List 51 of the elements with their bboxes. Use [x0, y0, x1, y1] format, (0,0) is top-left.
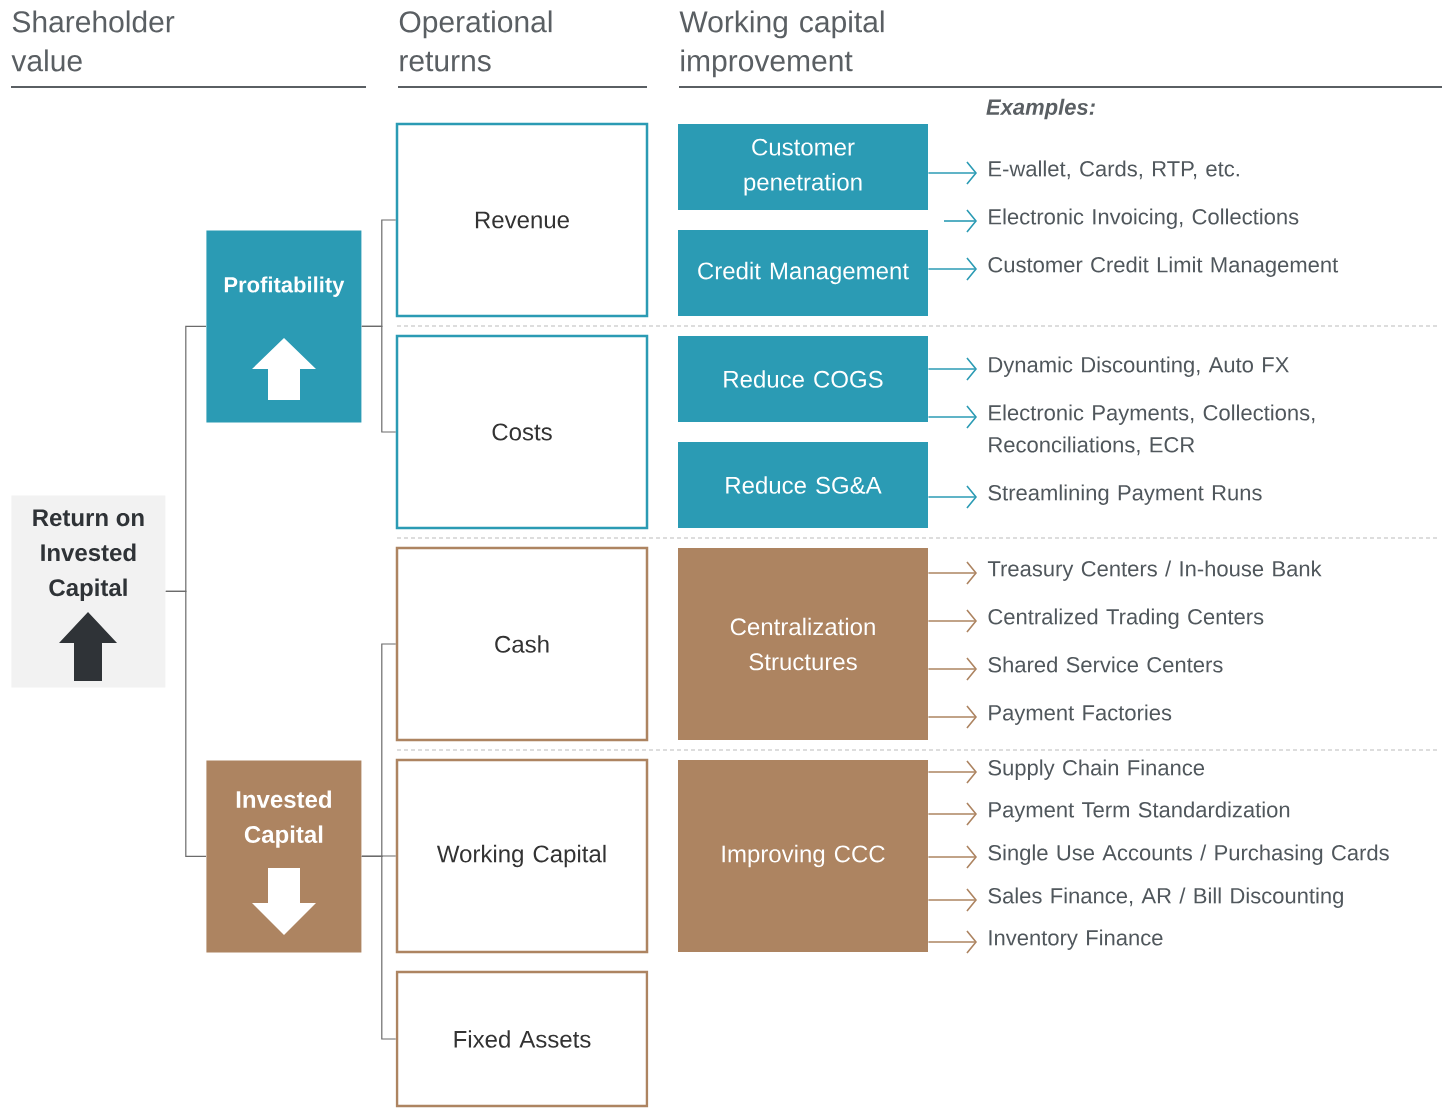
column-header: Operational returns: [399, 10, 552, 72]
arrow: [927, 161, 977, 185]
example-item: E-wallet, Cards, RTP, etc.: [989, 160, 1239, 180]
connector-line: [165, 590, 207, 857]
example-item: Streamlining Payment Runs: [988, 484, 1262, 505]
arrow: [927, 845, 977, 869]
arrow: [927, 802, 977, 826]
metric-box: Profitability: [206, 230, 362, 423]
arrow: [927, 705, 977, 729]
example-item: Customer Credit Limit Management: [988, 256, 1339, 277]
example-item: Inventory Finance: [989, 929, 1163, 950]
arrow: [927, 405, 977, 429]
example-item: Shared Service Centers: [988, 656, 1223, 673]
arrow: [927, 657, 977, 681]
metric-box: Invested Capital: [206, 760, 362, 953]
outlined-box: Revenue: [395, 122, 649, 318]
example-item: Single Use Accounts / Purchasing Cards: [988, 844, 1389, 865]
example-item: Treasury Centers / In-house Bank: [987, 560, 1322, 581]
metric-box: Return on Invested Capital: [11, 495, 166, 688]
arrow: [927, 561, 977, 585]
filled-box: Credit Management: [678, 230, 928, 316]
connector-line: [361, 325, 397, 433]
example-item: Payment Term Standardization: [989, 801, 1290, 822]
connector-line: [361, 855, 397, 1040]
example-item: Sales Finance, AR / Bill Discounting: [988, 887, 1343, 908]
arrow: [927, 609, 977, 633]
column-header: Shareholder value: [11, 10, 175, 72]
outlined-box: Costs: [395, 334, 649, 530]
filled-box: Reduce SG&A: [678, 442, 928, 528]
example-item: Payment Factories: [989, 704, 1172, 725]
example-item: Electronic Invoicing, Collections: [989, 208, 1299, 229]
arrow: [927, 485, 977, 509]
arrow: [927, 888, 977, 912]
outlined-box: Working Capital: [395, 758, 649, 954]
arrow: [927, 760, 977, 784]
example-item: Centralized Trading Centers: [988, 608, 1264, 629]
arrow: [927, 257, 977, 281]
example-item: Electronic Payments, Collections, Reconciliations, ECR: [989, 404, 1315, 456]
arrow: [943, 209, 977, 233]
example-item: Supply Chain Finance: [988, 759, 1205, 780]
examples-heading: Examples:: [986, 98, 1095, 120]
filled-box: Reduce COGS: [678, 336, 928, 422]
column-header: Working capital improvement: [679, 10, 884, 78]
example-item: Dynamic Discounting, Auto FX: [989, 356, 1289, 377]
filled-box: Centralization Structures: [678, 548, 928, 740]
filled-box: Customer penetration: [678, 124, 928, 210]
outlined-box: Fixed Assets: [395, 970, 649, 1108]
filled-box: Improving CCC: [678, 760, 928, 952]
outlined-box: Cash: [395, 546, 649, 742]
arrow: [927, 930, 977, 954]
arrow: [927, 357, 977, 381]
